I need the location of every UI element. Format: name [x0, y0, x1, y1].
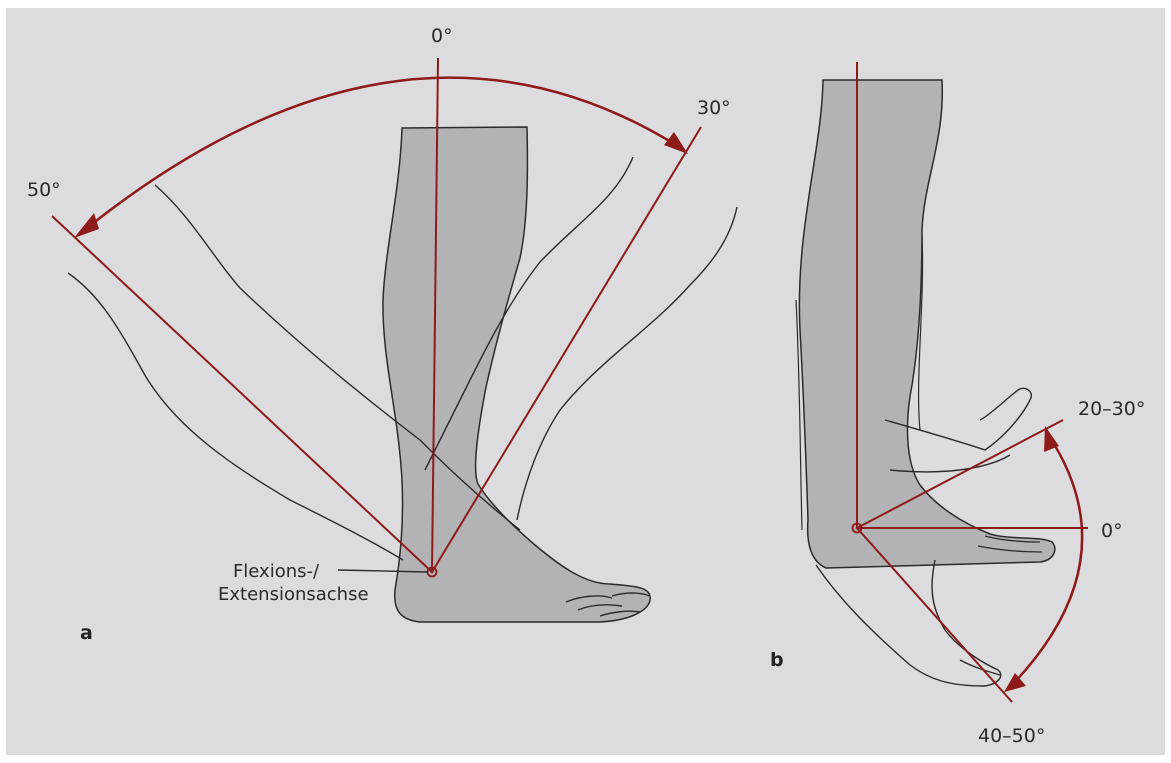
panel-b-angle-up: 20–30°	[1078, 400, 1145, 419]
panel-a-letter: a	[80, 624, 93, 643]
page-border-top	[0, 0, 1171, 8]
page-border-left	[0, 0, 6, 763]
panel-a-axis-label-line1: Flexions-/	[218, 560, 334, 583]
panel-a-angle-dorsal: 30°	[697, 99, 731, 118]
panel-b-illustration	[796, 62, 1088, 702]
panel-b-angle-down: 40–50°	[978, 727, 1045, 746]
panel-b-rotation-center-dot	[856, 527, 859, 530]
panel-a-arrowhead-dorsal	[664, 132, 688, 154]
panel-b-plantar-foot	[816, 560, 1001, 686]
panel-a-axis-plantar	[52, 216, 432, 572]
panel-a-axis-label-line2: Extensionsachse	[218, 583, 334, 606]
panel-a-range-arc	[82, 78, 684, 232]
panel-a-rotation-center-dot	[431, 571, 434, 574]
panel-a-axis-label: Flexions-/ Extensionsachse	[218, 560, 334, 606]
panel-a-arrowhead-plantar	[74, 213, 99, 238]
page-border-right	[1165, 0, 1171, 763]
panel-a-neutral-leg	[383, 127, 650, 622]
panel-a-angle-plantar: 50°	[27, 181, 61, 200]
panel-b-angle-neutral: 0°	[1101, 522, 1123, 541]
page-border-bottom	[0, 755, 1171, 763]
panel-b-arrowhead-down	[1004, 673, 1026, 692]
panel-b-letter: b	[770, 651, 784, 670]
panel-a-angle-neutral: 0°	[431, 27, 453, 46]
panel-a-illustration	[52, 58, 737, 622]
panel-b-neutral-leg	[799, 80, 1055, 568]
